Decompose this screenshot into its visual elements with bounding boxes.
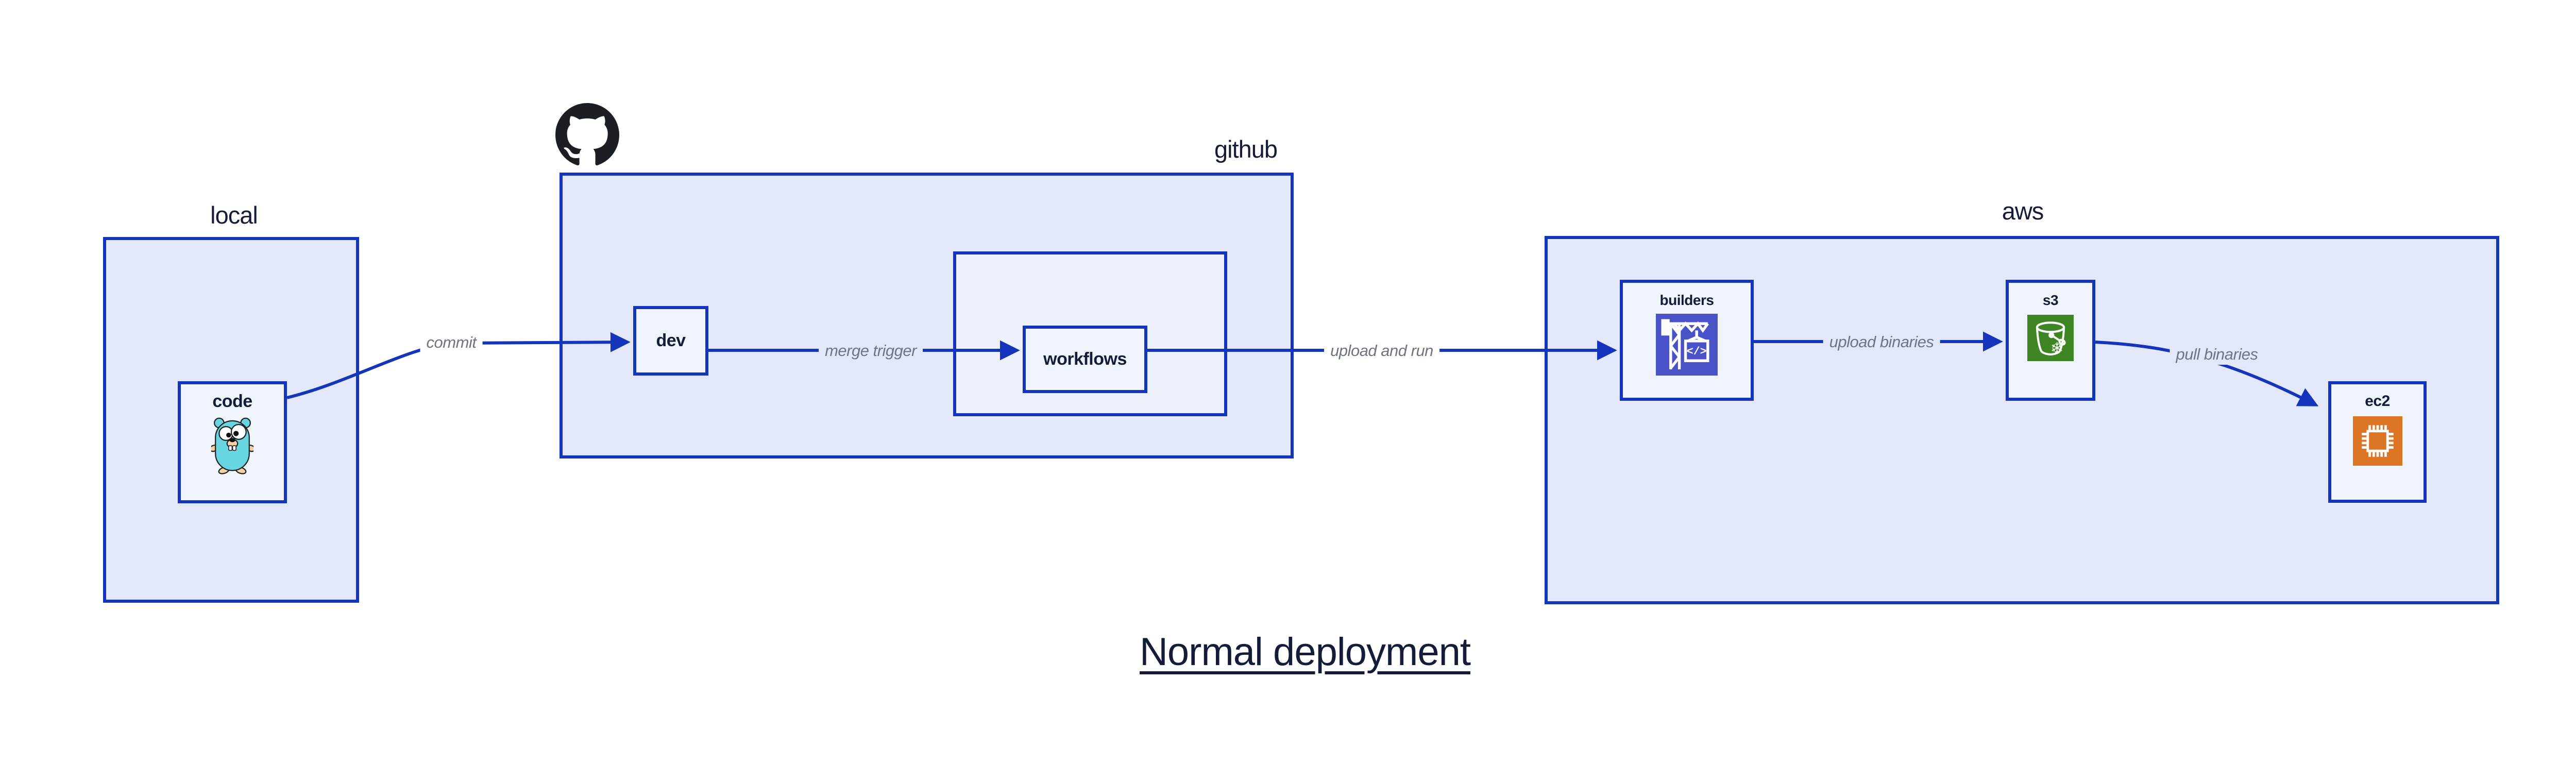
node-builders: builders </> (1620, 280, 1754, 401)
local-group-label: local (210, 201, 258, 229)
builders-node-label: builders (1659, 292, 1714, 308)
workflows-node-label: workflows (1043, 349, 1127, 369)
edge-label-upload-and-run: upload and run (1324, 341, 1439, 361)
s3-node-label: s3 (2042, 292, 2059, 308)
edge-label-upload-binaries: upload binaries (1823, 332, 1940, 352)
ec2-node-label: ec2 (2365, 393, 2390, 410)
node-s3: s3 ❄ (2006, 280, 2095, 401)
github-group-label: github (1214, 135, 1278, 163)
edge-label-merge-trigger: merge trigger (819, 341, 923, 361)
edge-label-commit: commit (420, 332, 483, 353)
code-node-label: code (212, 392, 252, 411)
codebuild-crane-icon: </> (1656, 314, 1718, 376)
s3-bucket-icon: ❄ (2027, 315, 2074, 361)
go-gopher-icon (211, 417, 253, 474)
diagram-title: Normal deployment (1140, 630, 1471, 674)
ec2-chip-icon (2352, 416, 2402, 466)
aws-group-label: aws (2002, 197, 2044, 225)
node-ec2: ec2 (2328, 381, 2427, 503)
dev-node-label: dev (656, 331, 686, 350)
node-code: code (178, 381, 287, 503)
github-logo (555, 103, 619, 165)
node-dev: dev (633, 306, 708, 376)
builders-icon-code-glyph: </> (1687, 346, 1707, 358)
edge-label-pull-binaries: pull binaries (2170, 344, 2264, 365)
s3-icon-snowflake-glyph: ❄ (2050, 340, 2064, 358)
node-workflows: workflows (1023, 326, 1147, 393)
